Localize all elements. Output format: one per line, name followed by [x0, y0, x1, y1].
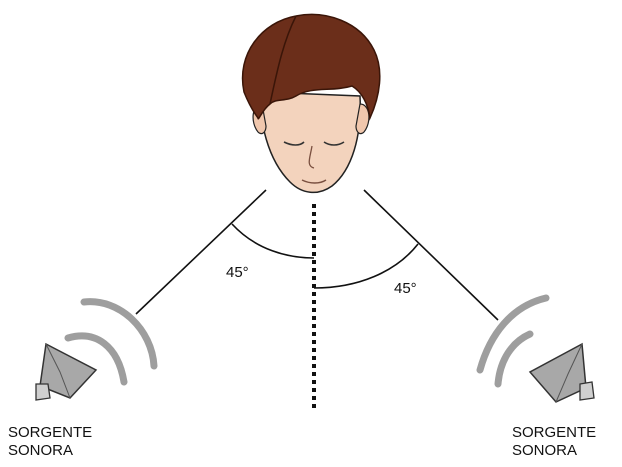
listener-head: [243, 14, 380, 192]
face: [261, 92, 360, 192]
right-source-line2: SONORA: [512, 442, 596, 460]
right-direction-line: [364, 190, 498, 320]
right-angle-label: 45°: [394, 280, 417, 297]
left-speaker-magnet: [36, 384, 50, 400]
left-source-line1: SORGENTE: [8, 424, 92, 442]
left-speaker: [36, 344, 96, 400]
right-speaker: [530, 344, 594, 402]
left-angle-label: 45°: [226, 264, 249, 281]
right-source-label: SORGENTE SONORA: [512, 424, 596, 460]
left-source-line2: SONORA: [8, 442, 92, 460]
right-wave-outer: [480, 298, 546, 370]
left-angle-arc: [232, 224, 314, 258]
right-speaker-magnet: [580, 382, 594, 400]
right-source-line1: SORGENTE: [512, 424, 596, 442]
left-direction-line: [136, 190, 266, 314]
left-source-label: SORGENTE SONORA: [8, 424, 92, 460]
right-wave-inner: [498, 334, 530, 384]
